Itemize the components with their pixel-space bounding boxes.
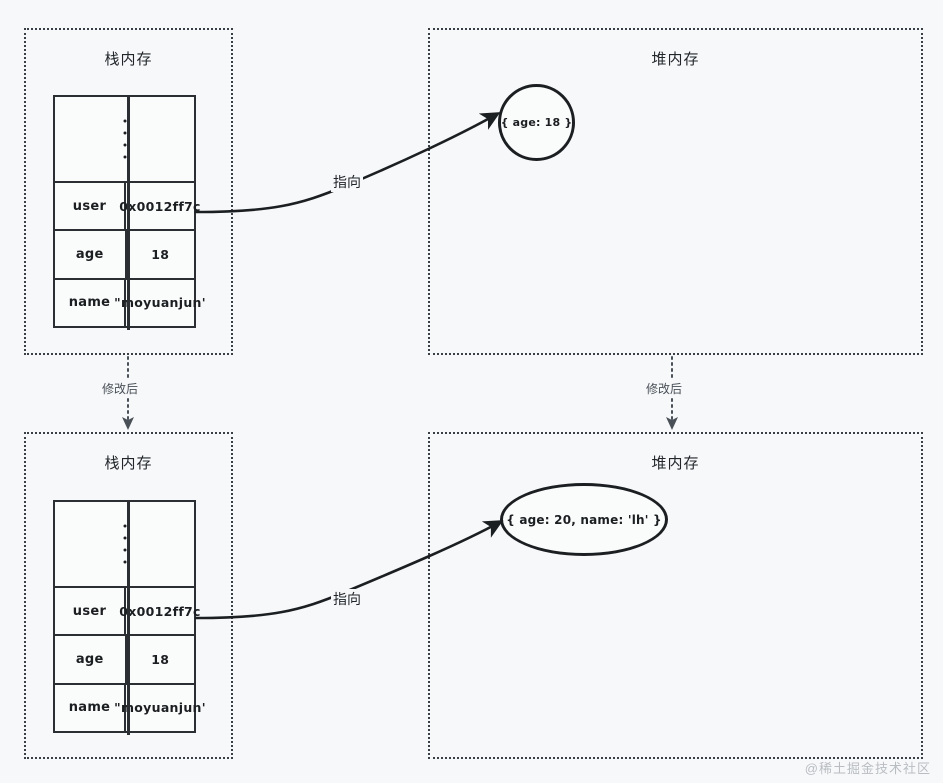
stack-row-name-before: name "moyuanjun': [55, 277, 206, 326]
vertical-ellipsis-icon-after: [123, 524, 126, 564]
vertical-ellipsis-icon-before: [123, 119, 126, 159]
stack-row-age-after: age 18: [55, 634, 194, 683]
stack-cell-key-age-after: age: [55, 636, 127, 683]
stack-cell-value-name-after: "moyuanjun': [114, 700, 206, 716]
region-heap-memory-before: 堆内存: [428, 28, 923, 355]
stack-table-after: user 0x0012ff7c age 18 name "moyuanjun': [53, 500, 206, 735]
transition-label-heap: 修改后: [643, 379, 686, 398]
region-title-stack-before: 栈内存: [104, 51, 153, 68]
heap-object-after: { age: 20, name: 'lh' }: [500, 483, 668, 556]
stack-row-ellipsis-after: [55, 502, 194, 586]
region-title-heap-before: 堆内存: [651, 51, 700, 68]
region-title-stack-after: 栈内存: [104, 455, 153, 472]
stack-cell-key-name-before: name: [55, 279, 126, 326]
stack-row-age-before: age 18: [55, 229, 194, 278]
stack-table-column-divider-after: [127, 502, 130, 735]
stack-row-user-after: user 0x0012ff7c: [55, 585, 201, 635]
stack-row-ellipsis-before: [55, 97, 194, 181]
region-title-heap-after: 堆内存: [651, 455, 700, 472]
heap-object-text-before: { age: 18 }: [500, 116, 573, 129]
watermark: @稀土掘金技术社区: [804, 761, 931, 776]
stack-cell-value-age-before: 18: [151, 246, 170, 262]
stack-cell-value-name-before: "moyuanjun': [114, 295, 206, 311]
stack-cell-value-user-after: 0x0012ff7c: [119, 603, 201, 619]
region-heap-memory-after: 堆内存: [428, 432, 923, 759]
stack-cell-value-age-after: 18: [151, 651, 170, 667]
pointer-label-after: 指向: [331, 589, 363, 609]
stack-cell-value-user-before: 0x0012ff7c: [119, 198, 201, 214]
stack-cell-key-age-before: age: [55, 231, 127, 278]
stack-row-user-before: user 0x0012ff7c: [55, 180, 201, 230]
stack-row-name-after: name "moyuanjun': [55, 682, 206, 731]
heap-object-text-after: { age: 20, name: 'lh' }: [506, 512, 662, 527]
stack-cell-key-name-after: name: [55, 684, 126, 731]
stack-table-before: user 0x0012ff7c age 18 name "moyuanjun': [53, 95, 206, 330]
transition-label-stack: 修改后: [99, 379, 142, 398]
stack-cell-key-user-before: user: [55, 182, 126, 230]
pointer-label-before: 指向: [331, 172, 363, 192]
stack-cell-key-user-after: user: [55, 587, 126, 635]
stack-table-column-divider-before: [127, 97, 130, 330]
heap-object-before: { age: 18 }: [498, 84, 575, 161]
